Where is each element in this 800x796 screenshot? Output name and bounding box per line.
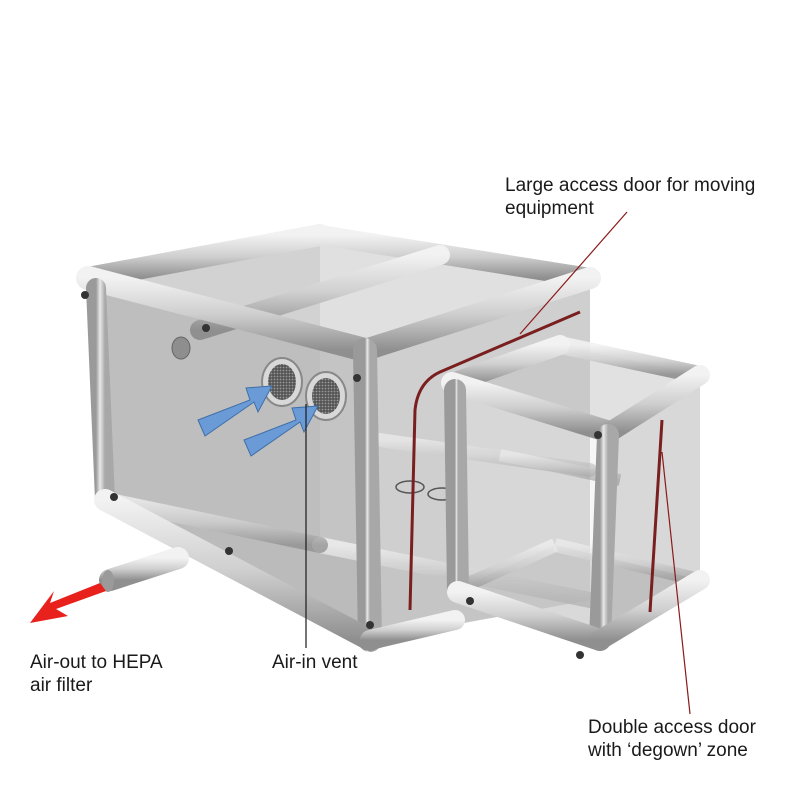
- label-double-access-door: Double access door with ‘degown’ zone: [588, 717, 756, 761]
- bolt-icon: [594, 431, 602, 439]
- label-large-access-door: Large access door for moving equipment: [505, 175, 756, 219]
- double-door-seal: [648, 419, 664, 613]
- vent-mesh: [268, 364, 296, 400]
- label-air-out: Air-out to HEPA air filter: [30, 652, 163, 696]
- vent-mesh: [312, 378, 340, 414]
- bolt-icon: [202, 324, 210, 332]
- bolt-icon: [110, 493, 118, 501]
- bolt-icon: [366, 621, 374, 629]
- floor-mark: [395, 480, 425, 494]
- air-out-duct: [99, 530, 189, 592]
- bolt-icon: [353, 374, 361, 382]
- wall-port: [171, 336, 191, 360]
- degown-chamber: [441, 335, 710, 659]
- label-air-in-vent: Air-in vent: [272, 652, 358, 673]
- large-door-seal: [408, 310, 581, 611]
- bolt-icon: [81, 291, 89, 299]
- air-in-arrow-icon: [197, 385, 273, 437]
- bolt-icon: [225, 547, 233, 555]
- air-out-arrow-icon: [30, 583, 106, 623]
- leader-line-large-door: [519, 211, 628, 335]
- air-in-arrow-icon: [243, 405, 319, 457]
- bolt-icon: [466, 597, 474, 605]
- leader-line-double-door: [661, 451, 691, 715]
- bolt-icon: [576, 651, 584, 659]
